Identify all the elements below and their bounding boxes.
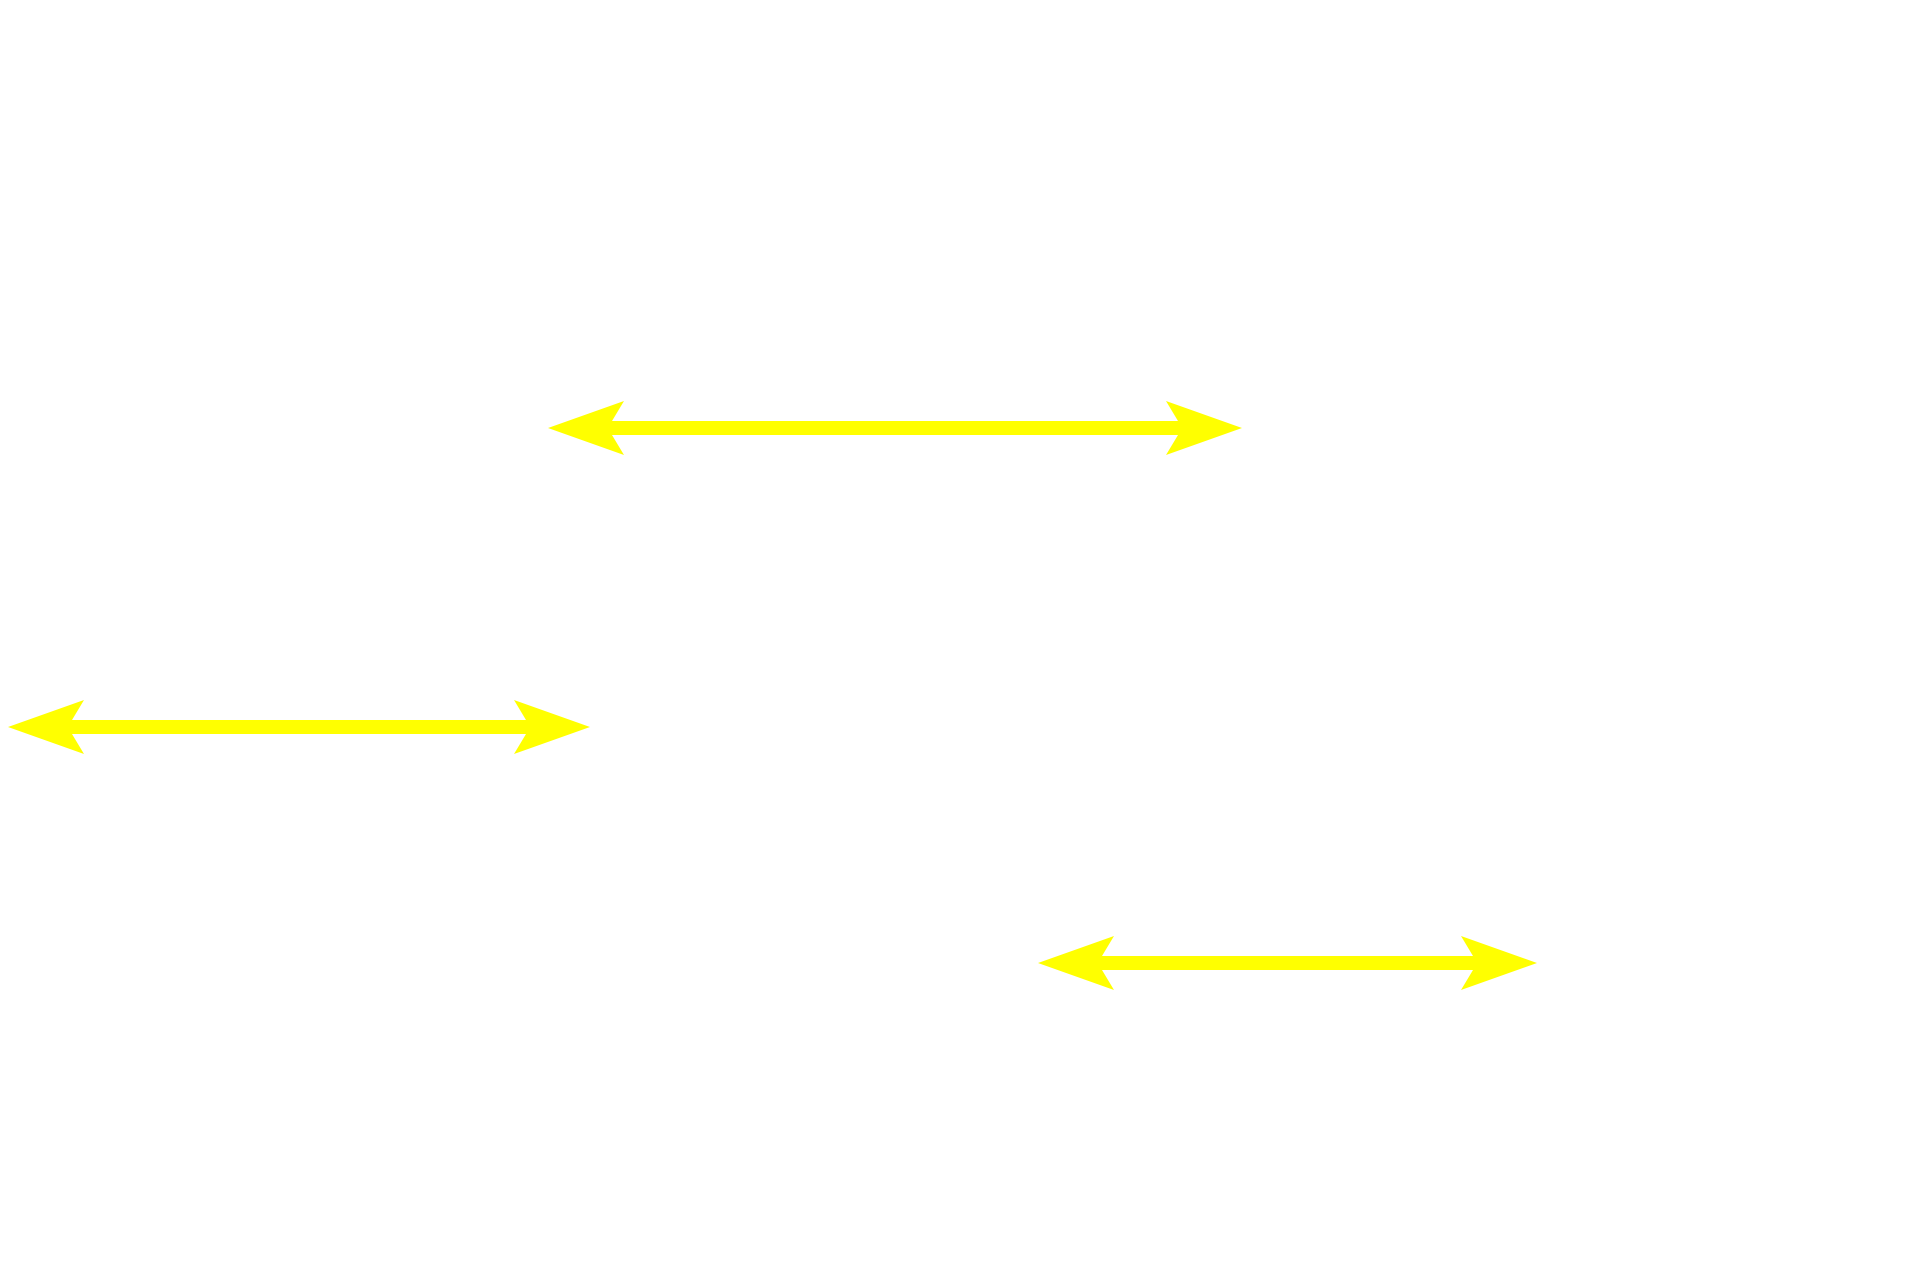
double-headed-arrow-1: [548, 401, 1242, 455]
double-headed-arrow-3: [1038, 936, 1537, 990]
arrows-layer: [8, 401, 1537, 990]
double-headed-arrow-2: [8, 700, 590, 754]
